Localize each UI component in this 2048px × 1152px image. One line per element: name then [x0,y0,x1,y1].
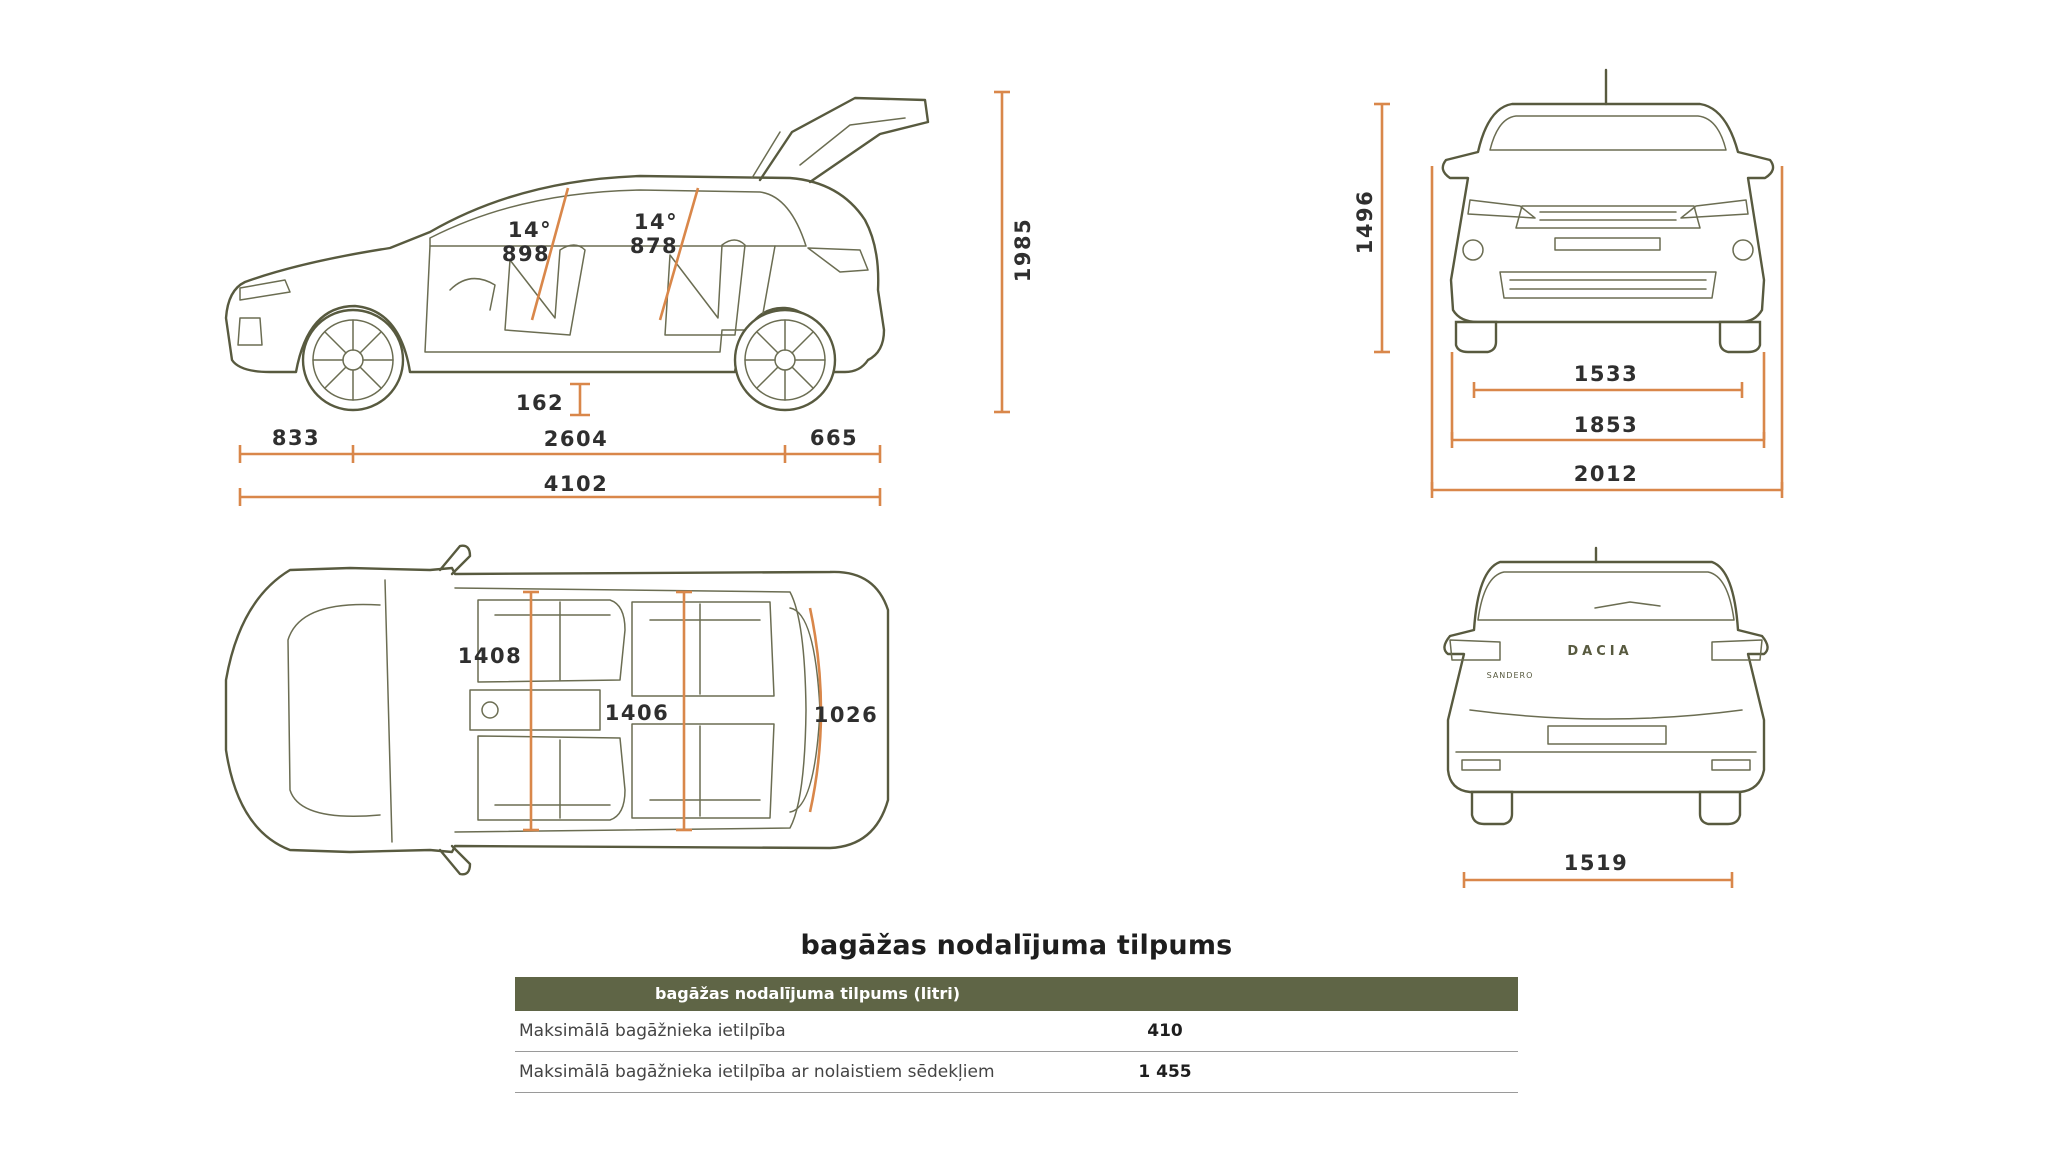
cargo-title: bagāžas nodalījuma tilpums [800,930,1233,961]
wheelbase-label: 2604 [544,427,608,451]
ground-clearance-label: 162 [516,391,564,415]
table-row: Maksimālā bagāžnieka ietilpība ar nolais… [515,1052,1518,1093]
seat-angle-rear: 14° [634,210,678,234]
front-overhang-label: 833 [272,426,320,450]
rear-track-label: 1519 [1564,851,1628,875]
seat-dimension-rear: 878 [630,234,678,258]
rear-view-dimensions [1462,872,1734,888]
front-track-label: 1533 [1574,362,1638,386]
rear-overhang-label: 665 [810,426,858,450]
boot-width-label: 1026 [814,703,878,727]
rear-view-car [1443,546,1769,826]
cargo-volume-section: bagāžas nodalījuma tilpums bagāžas nodal… [515,930,1518,1093]
front-view-dimensions [1374,102,1784,498]
table-row: Maksimālā bagāžnieka ietilpība 410 [515,1011,1518,1052]
car-diagrams: 14° 898 14° 878 162 833 2604 665 4102 19… [224,68,1784,888]
model-badge-logo: SANDERO [1487,671,1534,680]
top-view-car [224,544,890,876]
rear-shoulder-label: 1406 [605,701,669,725]
seat-dimension-front: 898 [502,242,550,266]
cargo-table-header: bagāžas nodalījuma tilpums (litri) [515,977,1518,1011]
top-view-dimensions [523,590,823,832]
front-view-car [1441,68,1775,354]
width-mirrors-label: 2012 [1574,462,1638,486]
cargo-row-label: Maksimālā bagāžnieka ietilpība ar nolais… [519,1062,995,1082]
cargo-row-value: 410 [1147,1021,1183,1041]
front-height-label: 1496 [1353,190,1377,254]
side-view-dimensions [238,90,1010,506]
front-shoulder-label: 1408 [458,644,522,668]
seat-angle-front: 14° [508,218,552,242]
length-label: 4102 [544,472,608,496]
width-label: 1853 [1574,413,1638,437]
brand-badge-logo: DACIA [1567,644,1632,659]
height-tailgate-label: 1985 [1011,218,1035,282]
side-view-car [224,96,930,412]
cargo-row-label: Maksimālā bagāžnieka ietilpība [519,1021,786,1041]
cargo-row-value: 1 455 [1138,1062,1192,1082]
